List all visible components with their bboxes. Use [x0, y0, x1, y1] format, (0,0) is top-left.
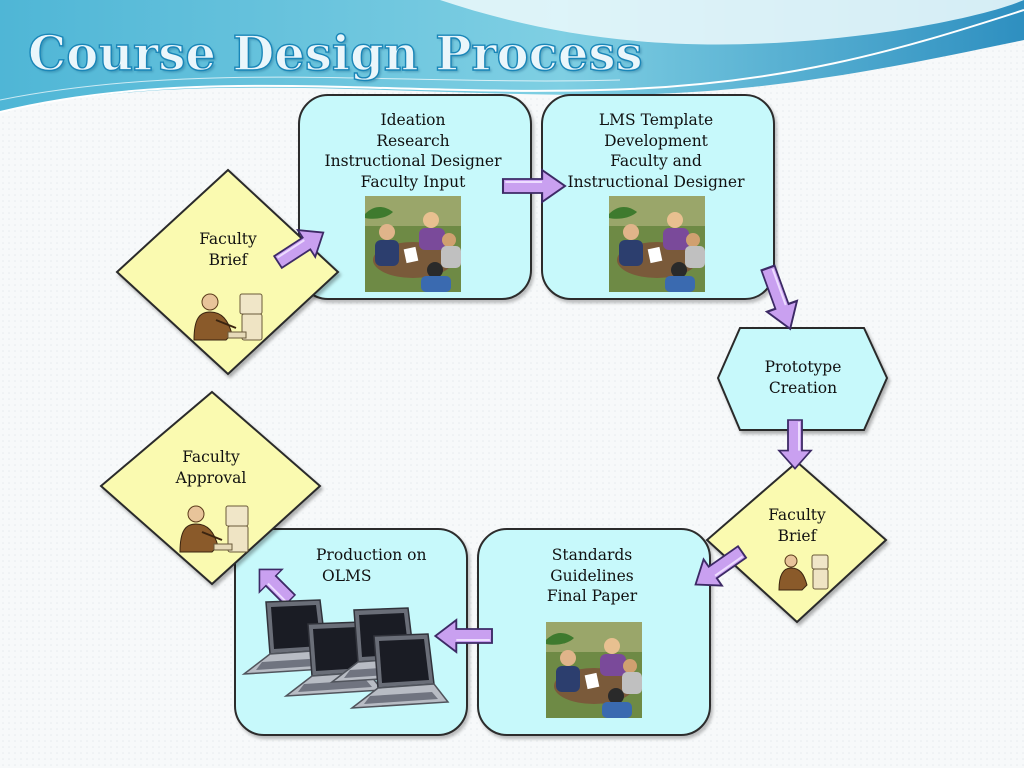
ideation-line-2: Research [376, 131, 450, 150]
standards-line-3: Final Paper [546, 587, 638, 605]
prototype-label: Prototype Creation [743, 357, 863, 398]
prototype-line-2: Creation [768, 378, 838, 397]
faculty-brief-line-1: Faculty [199, 230, 257, 248]
page-title: Course Design Process [27, 25, 643, 82]
meeting-clipart-icon [546, 622, 642, 718]
faculty-brief-right-line-1: Faculty [768, 506, 826, 524]
lms-line-1: LMS Template [598, 111, 714, 129]
person-at-computer-icon [179, 505, 249, 553]
arrow-icon [751, 261, 807, 336]
standards-line-2: Guidelines [550, 566, 634, 585]
meeting-clipart-icon [365, 196, 461, 292]
laptops-clipart-icon [241, 599, 450, 709]
production-line-2: OLMS [322, 566, 372, 585]
faculty-brief-right-label: Faculty Brief [737, 505, 857, 546]
ideation-text: Ideation Research Instructional Designer… [298, 110, 528, 192]
faculty-approval-label: Faculty Approval [151, 447, 271, 488]
person-at-computer-icon [193, 293, 263, 341]
lms-line-2: Development [604, 131, 708, 150]
standards-line-1: Standards [551, 546, 633, 564]
lms-template-text: LMS Template Development Faculty and Ins… [541, 110, 771, 192]
prototype-line-1: Prototype [764, 358, 842, 376]
ideation-line-4: Faculty Input [360, 172, 466, 191]
faculty-approval-diamond [99, 390, 322, 586]
meeting-clipart-icon [609, 196, 705, 292]
ideation-line-3: Instructional Designer [324, 152, 502, 170]
prototype-hexagon [716, 327, 889, 431]
lms-line-4: Instructional Designer [567, 172, 745, 191]
ideation-line-1: Ideation [380, 111, 446, 129]
production-text: Production on OLMS [316, 545, 436, 586]
person-at-computer-icon [778, 554, 829, 591]
faculty-brief-line-2: Brief [208, 250, 248, 269]
faculty-brief-right-diamond [705, 460, 888, 624]
lms-line-3: Faculty and [610, 152, 702, 170]
faculty-approval-line-2: Approval [175, 468, 247, 487]
faculty-approval-line-1: Faculty [182, 448, 240, 466]
standards-text: Standards Guidelines Final Paper [477, 545, 707, 607]
faculty-brief-label: Faculty Brief [168, 229, 288, 270]
production-line-1: Production on [316, 546, 427, 564]
faculty-brief-right-line-2: Brief [777, 526, 817, 545]
